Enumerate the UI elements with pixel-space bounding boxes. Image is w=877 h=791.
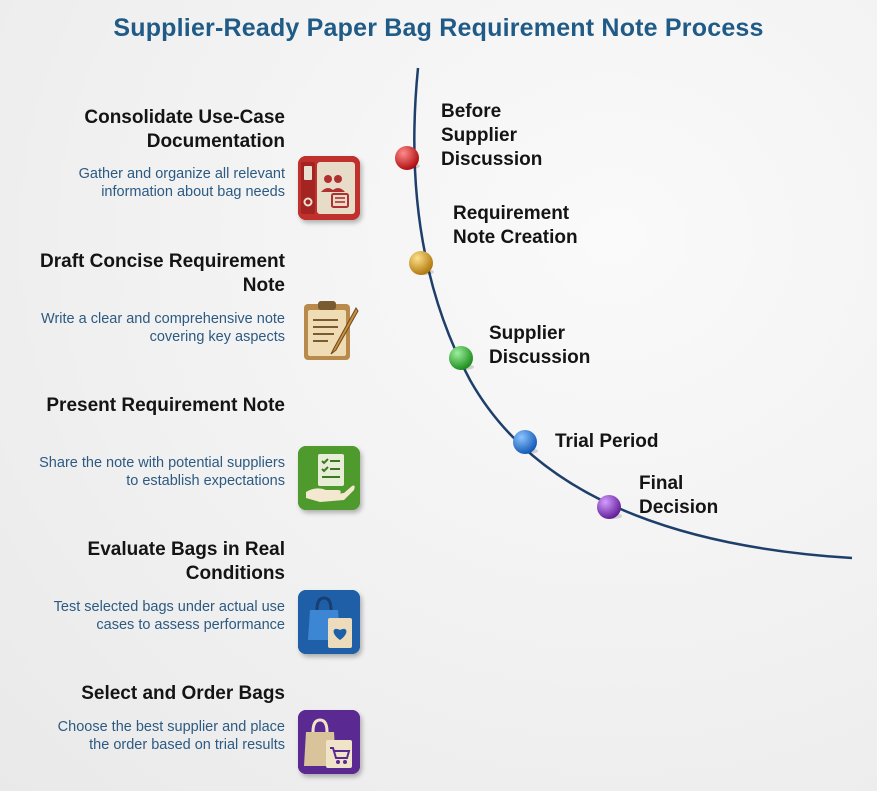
- timeline-marker: [395, 146, 420, 170]
- step-description: Share the note with potential suppliers …: [39, 455, 285, 489]
- bag-cart-icon: [298, 710, 360, 774]
- timeline-marker: [409, 251, 434, 275]
- step-title: Draft Concise Requirement Note: [40, 251, 285, 296]
- timeline-label: Requirement Note Creation: [453, 203, 578, 248]
- timeline-marker: [513, 430, 538, 454]
- timeline-marker: [597, 495, 622, 519]
- clipboard-pen-icon: [298, 298, 360, 362]
- step-description: Test selected bags under actual use case…: [53, 599, 285, 633]
- step-title: Present Requirement Note: [46, 395, 285, 416]
- page-title: Supplier-Ready Paper Bag Requirement Not…: [113, 14, 764, 42]
- step-description: Gather and organize all relevant informa…: [78, 166, 285, 200]
- timeline-label: Supplier Discussion: [489, 323, 591, 368]
- step-description: Choose the best supplier and place the o…: [57, 719, 285, 753]
- timeline-marker: [449, 346, 474, 370]
- timeline-label: Trial Period: [555, 431, 659, 452]
- step-title: Consolidate Use-Case Documentation: [84, 107, 285, 152]
- bag-heart-icon: [298, 590, 360, 654]
- step-description: Write a clear and comprehensive note cov…: [41, 311, 285, 345]
- step-title: Select and Order Bags: [81, 683, 285, 704]
- checklist-hand-icon: [298, 446, 360, 510]
- timeline-line: [413, 67, 853, 560]
- timeline-label: Before Supplier Discussion: [441, 101, 543, 170]
- step-title: Evaluate Bags in Real Conditions: [87, 539, 285, 584]
- timeline-label: Final Decision: [639, 473, 719, 518]
- binder-document-icon: [298, 156, 360, 220]
